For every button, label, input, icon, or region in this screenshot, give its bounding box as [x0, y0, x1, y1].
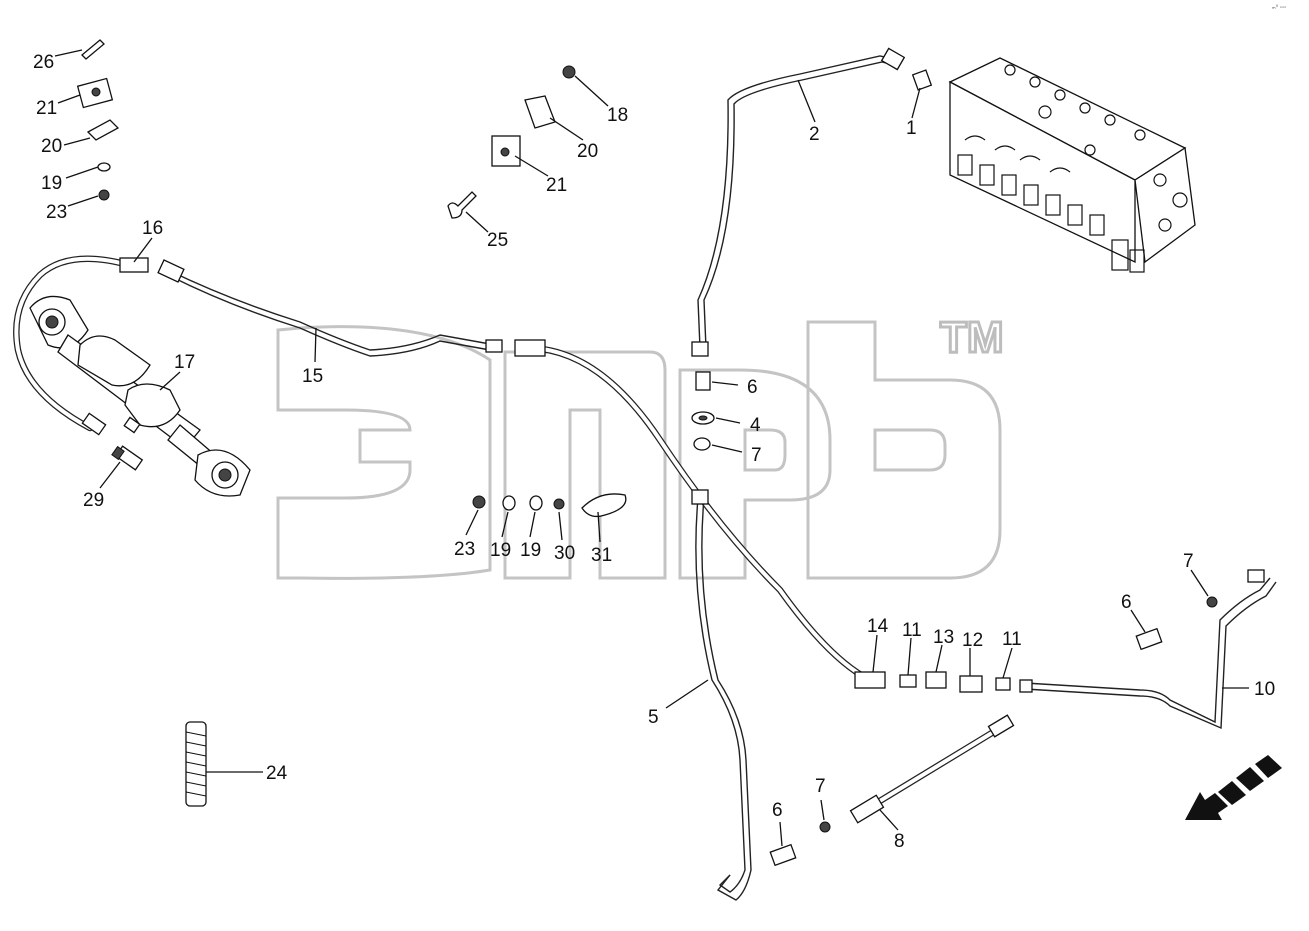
- callout-8: 8: [894, 831, 905, 852]
- callout-18: 18: [607, 105, 628, 126]
- watermark-logo: TM: [276, 312, 1005, 580]
- callout-12: 12: [962, 630, 983, 651]
- callout-6: 6: [747, 377, 758, 398]
- callout-4: 4: [750, 415, 761, 436]
- trademark-mark: TM: [940, 313, 1004, 362]
- callout-25: 25: [487, 230, 508, 251]
- callout-10: 10: [1254, 679, 1275, 700]
- pipe-2: [691, 47, 906, 357]
- callout-19: 19: [41, 173, 62, 194]
- callout-13: 13: [933, 627, 954, 648]
- callout-16: 16: [142, 218, 163, 239]
- fittings-row: [899, 671, 1011, 693]
- hose-14: [514, 339, 886, 689]
- callout-19b: 19: [490, 540, 511, 561]
- fitting-1: [911, 69, 933, 91]
- pipe-15: [157, 259, 503, 357]
- callout-29: 29: [83, 490, 104, 511]
- callout-7: 7: [751, 445, 762, 466]
- spring-24: [185, 721, 207, 807]
- callout-1: 1: [906, 118, 917, 139]
- callout-26: 26: [33, 52, 54, 73]
- fitting-29: [111, 445, 144, 471]
- callout-20b: 20: [577, 141, 598, 162]
- callout-15: 15: [302, 366, 323, 387]
- pipe-5: [691, 489, 752, 901]
- direction-arrow: [1185, 755, 1282, 820]
- leader-lines: [54, 49, 1249, 847]
- callout-6b: 6: [1121, 592, 1132, 613]
- hose-16: [13, 255, 149, 436]
- pipe-10: [1019, 569, 1277, 730]
- callout-31: 31: [591, 545, 612, 566]
- callout-23: 23: [46, 202, 67, 223]
- mounting-parts-left: [76, 39, 120, 201]
- small-parts-row: [472, 493, 627, 518]
- callout-21: 21: [36, 98, 57, 119]
- callout-7c: 7: [815, 776, 826, 797]
- callout-2: 2: [809, 124, 820, 145]
- hydraulic-cylinder: [29, 295, 251, 497]
- callout-14: 14: [867, 616, 889, 637]
- callout-19c: 19: [520, 540, 541, 561]
- callout-20: 20: [41, 136, 62, 157]
- callout-7b: 7: [1183, 551, 1194, 572]
- callout-5: 5: [648, 707, 659, 728]
- callout-21b: 21: [546, 175, 567, 196]
- callout-6c: 6: [772, 800, 783, 821]
- callout-11: 11: [902, 620, 922, 641]
- callout-labels: 26 21 20 19 23 16 15 17 29 18 20 21 25 2…: [33, 52, 1275, 852]
- valve-block: [948, 57, 1196, 273]
- parts-6-4-7: [691, 371, 715, 451]
- callout-30: 30: [554, 543, 575, 564]
- callout-11b: 11: [1002, 629, 1022, 650]
- callout-17: 17: [174, 352, 195, 373]
- corner-mark: ₘ⁰ ▫▫▫: [1272, 4, 1286, 11]
- callout-24: 24: [266, 763, 288, 784]
- callout-23b: 23: [454, 539, 475, 560]
- hose-8: [849, 714, 1015, 824]
- fittings-bottom: [769, 821, 831, 867]
- fittings-right: [1135, 596, 1218, 651]
- mounting-parts-center: [447, 65, 576, 219]
